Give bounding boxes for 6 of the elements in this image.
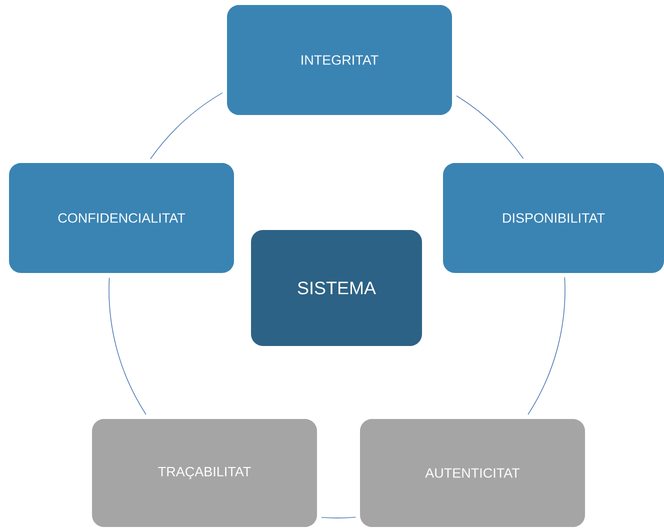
category-box: DISPONIBILITAT [443, 163, 664, 273]
category-box: CONFIDENCIALITAT [9, 163, 234, 273]
category-box: AUTENTICITAT [360, 418, 585, 527]
category-box: INTEGRITAT [227, 5, 452, 115]
category-box: TRAÇABILITAT [92, 418, 317, 527]
center-box: SISTEMA [251, 230, 422, 346]
